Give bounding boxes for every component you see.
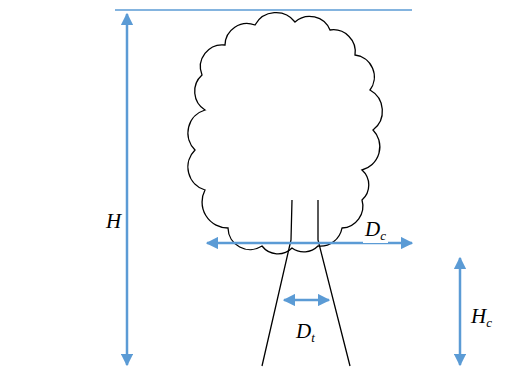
trunk-width-arrow xyxy=(284,299,329,302)
tree-crown xyxy=(188,13,382,254)
dimension-label: Hc xyxy=(469,305,494,330)
top-line xyxy=(115,9,412,11)
tree-trunk xyxy=(262,200,350,366)
dimension-label: Dc xyxy=(363,218,388,243)
height-arrow xyxy=(126,14,129,365)
crown-base-height-arrow xyxy=(459,258,462,365)
dimension-label: H xyxy=(104,210,123,233)
dimension-label: Dt xyxy=(294,320,317,345)
